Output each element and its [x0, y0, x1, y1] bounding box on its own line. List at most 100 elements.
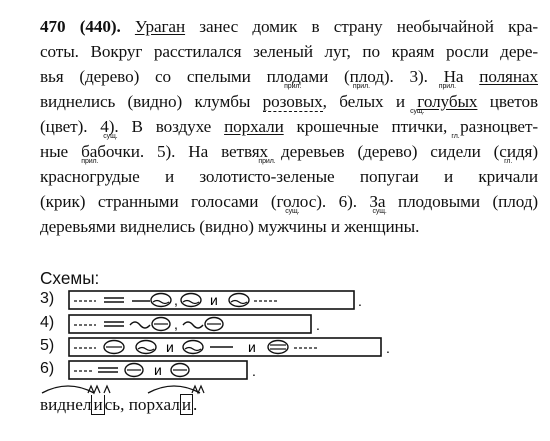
text-line-2: соты. Вокруг расстилался зеленый луг, по… [40, 42, 538, 61]
word-text: мужчины [258, 217, 327, 236]
circle-mark [124, 362, 144, 378]
schemes-title: Схемы: [40, 268, 100, 288]
suffix-mark [103, 384, 111, 394]
scheme-label: 3) [40, 290, 55, 307]
suffix-mark [191, 384, 205, 395]
ending-box: и [91, 395, 105, 415]
text-line-7: красногрудые и золотисто-зеленые попугаи… [40, 164, 538, 189]
word-text: золотисто-зеленые [199, 167, 335, 186]
circle-mark [204, 316, 224, 332]
exercise-number: 470 (440). [40, 17, 121, 36]
circle-mark [150, 292, 172, 308]
text-fragment: занес домик в страну необычайной кра- [185, 17, 539, 36]
word-text: женщины [344, 217, 416, 236]
word-text: кричали [478, 167, 538, 186]
text-fragment: (сидя) [480, 142, 538, 161]
text-line-6: ные бабочки. 5). На ветвях деревьев (дер… [40, 139, 538, 164]
word-porkhali: порхали [224, 117, 284, 136]
circle-mark [228, 292, 250, 308]
text-fragment: ные [40, 142, 82, 161]
circle-mark [267, 339, 289, 355]
text-line-4: виднелись (видно) клумбы розовых, белых … [40, 89, 538, 114]
scheme-frame [68, 337, 382, 357]
circle-mark [170, 362, 190, 378]
text-fragment: вья (дерево) со спелыми плодами (плод). … [40, 67, 480, 86]
scheme-diagram-3: , и . [68, 290, 362, 310]
text-fragment: и [383, 92, 418, 111]
text-line-8: (крик) странными голосами (голос). 6). З… [40, 192, 538, 211]
word-muzhchiny: мужчины [258, 217, 327, 236]
word-zolotisto: золотисто-зеленые [199, 167, 334, 186]
word-text: бабочки [81, 142, 140, 161]
circle-mark [151, 316, 171, 332]
period: . [193, 395, 198, 414]
period: . [358, 293, 362, 309]
word-krichali: кричали [478, 167, 538, 186]
word-text: птички [391, 117, 444, 136]
text-fragment: деревьями виднелись (видно) [40, 217, 259, 236]
wave-mark [152, 299, 170, 305]
text-fragment: (цвет). 4). В воздухе [40, 117, 225, 136]
word-text: белых [339, 92, 384, 111]
word-polyanakh: полянах [479, 67, 538, 86]
scheme-diagram-6: и . [68, 360, 256, 380]
conj-label: и [210, 292, 218, 308]
scheme-label: 6) [40, 360, 55, 377]
circle-mark [103, 339, 125, 355]
word-text: голубых [417, 92, 478, 111]
conj-label: и [166, 339, 174, 355]
scheme-label: 5) [40, 337, 55, 354]
text-line-9: деревьями виднелись (видно) мужчины и же… [40, 214, 538, 239]
conj-label: и [154, 362, 162, 378]
wave-mark [129, 321, 151, 329]
scheme-label: 4) [40, 314, 55, 331]
text-fragment: . [415, 217, 420, 236]
word-babochki: бабочки [81, 142, 140, 161]
text-fragment: цветов [477, 92, 538, 111]
root-arc [147, 385, 201, 394]
word-videl: виднел [40, 395, 92, 414]
word-ptichki: птички [392, 117, 444, 136]
text-fragment: крошечные [283, 117, 392, 136]
period: . [316, 317, 320, 333]
circle-mark [135, 339, 157, 355]
conj-label: и [248, 339, 256, 355]
text-fragment: и [139, 167, 200, 186]
morpheme-marks [41, 384, 205, 395]
word-sideli: сидели [430, 142, 480, 161]
root-arc [41, 385, 95, 394]
word-golubykh: голубых [417, 92, 477, 111]
text-line-3: вья (дерево) со спелыми плодами (плод). … [40, 64, 538, 89]
word-text: сидели [430, 142, 481, 161]
period: . [252, 363, 256, 379]
exercise-text: 470 (440). Ураган занес домик в страну н… [40, 14, 538, 239]
text-fragment: виднелись (видно) клумбы [40, 92, 263, 111]
text-fragment: попугаи и [334, 167, 479, 186]
scheme-frame [68, 360, 248, 380]
comma: , [174, 292, 178, 308]
wave-mark [137, 346, 155, 352]
scheme-frame [68, 290, 355, 310]
word-text: красногрудые [40, 167, 140, 186]
text-fragment: и [326, 217, 345, 236]
text-line-1: 470 (440). Ураган занес домик в страну н… [40, 14, 538, 39]
text-fragment: . 5). На ветвях деревьев (дерево) [139, 142, 431, 161]
word-text: розовых [262, 92, 323, 111]
circle-mark [182, 339, 204, 355]
period: . [386, 340, 390, 356]
text-fragment: , разноцвет- [443, 117, 538, 136]
scheme-diagram-4: , . [68, 314, 320, 334]
scheme-frame [68, 314, 312, 334]
comma: , [174, 316, 178, 332]
text-line-5: (цвет). 4). В воздухе порхали крошечные … [40, 114, 538, 139]
circle-mark [180, 292, 202, 308]
word-belykh: белых [339, 92, 383, 111]
ending-box: и [179, 394, 194, 415]
word-uragan: Ураган [134, 17, 186, 36]
wave-mark [182, 299, 200, 305]
wave-mark [182, 321, 204, 329]
word-porkhal: сь, порхал [104, 395, 180, 414]
word-rozovykh: розовых [262, 92, 323, 112]
scheme-diagram-5: и и . [68, 337, 390, 357]
